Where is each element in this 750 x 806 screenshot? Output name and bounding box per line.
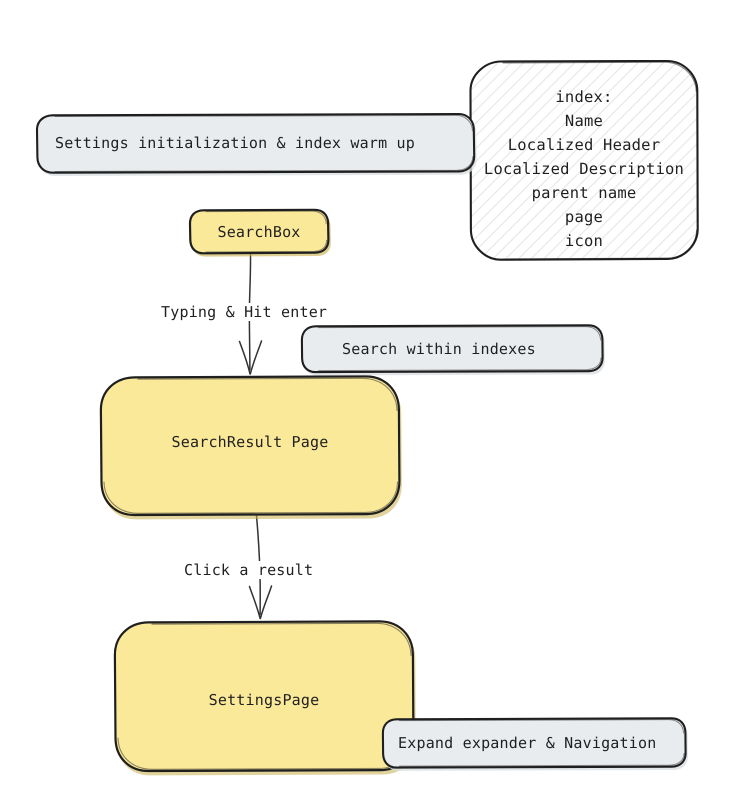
node-settingspage-shape	[114, 621, 414, 772]
node-searchresult-outline-sketch	[103, 377, 399, 514]
note-init-shape	[36, 113, 475, 173]
note-search-outline-sketch	[318, 326, 602, 372]
index-note-line-6: icon	[564, 232, 604, 250]
note-expand-outline	[381, 717, 687, 769]
index-note-line-0: index:	[555, 88, 613, 106]
note-init-outline-sketch	[54, 114, 474, 172]
node-searchresult-outline	[99, 375, 401, 517]
note-search-shape	[301, 325, 603, 373]
note-init-outline	[35, 112, 476, 174]
index-note-line-4: parent name	[531, 184, 637, 202]
node-settingspage-box[interactable]	[113, 620, 416, 776]
index-note-line-2: Localized Header	[507, 136, 661, 154]
note-expand-shape	[382, 718, 686, 768]
note-expand-outline-sketch	[399, 719, 685, 767]
index-note-outline	[469, 59, 699, 261]
note-expand-box	[381, 717, 688, 771]
index-note-outline-sketch	[502, 61, 698, 260]
index-note-line-3: Localized Description	[483, 160, 685, 178]
node-searchbox-box[interactable]	[188, 208, 331, 257]
edge-typing-line	[248, 252, 252, 371]
edge-click-line	[255, 514, 261, 616]
edge-typing-arrowhead	[238, 340, 263, 375]
node-settingspage-outline	[113, 620, 415, 773]
node-searchresult-box[interactable]	[99, 375, 402, 520]
edge-click-group	[248, 514, 273, 620]
index-note-hatch	[469, 60, 699, 261]
note-search-outline	[300, 324, 604, 374]
node-searchbox-outline-sketch	[205, 210, 328, 253]
index-note-box	[469, 59, 699, 261]
node-searchresult-shape	[100, 376, 400, 516]
index-note-line-5: page	[564, 208, 604, 226]
edge-typing-group	[238, 252, 263, 375]
index-note-line-1: Name	[564, 112, 604, 130]
note-init-box	[35, 112, 477, 176]
edge-click-arrowhead	[248, 585, 273, 620]
note-search-box	[300, 324, 605, 376]
node-searchbox-shape	[189, 209, 329, 254]
index-note-text: index: Name Localized Header Localized D…	[470, 85, 698, 253]
node-searchbox-outline	[188, 208, 330, 255]
